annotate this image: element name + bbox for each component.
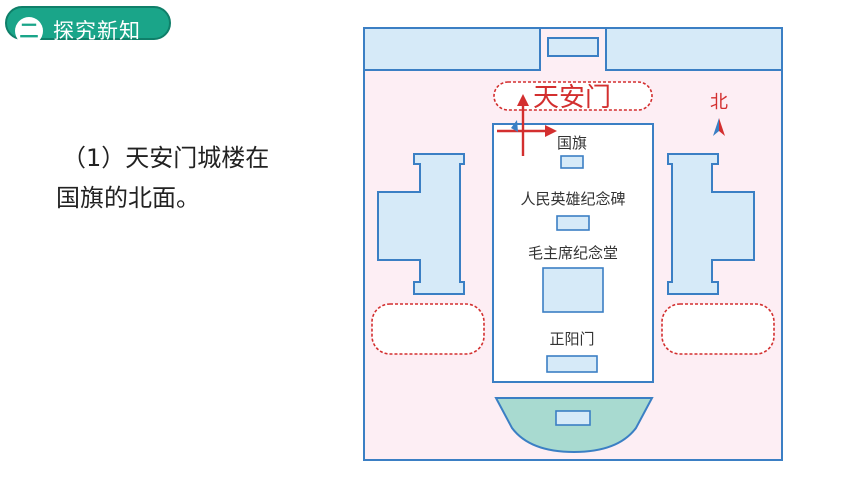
section-header: 二 探究新知 — [5, 6, 171, 45]
monument-label: 人民英雄纪念碑 — [520, 190, 625, 208]
statement-line-2: 国旗的北面。 — [56, 184, 200, 212]
east-axis-arrowhead — [545, 125, 557, 137]
north-axis-arrowhead — [517, 94, 529, 106]
mausoleum-label: 毛主席纪念堂 — [528, 244, 618, 262]
bottom-fan-block — [555, 410, 591, 426]
left-dashed-area — [371, 303, 485, 355]
north-arrow-icon-left — [713, 118, 719, 136]
section-title: 探究新知 — [53, 19, 141, 43]
flag-marker-icon — [511, 120, 518, 132]
statement-text: （1）天安门城楼在 国旗的北面。 — [56, 138, 322, 218]
left-building — [377, 153, 465, 295]
statement-line-1: （1）天安门城楼在 — [62, 144, 270, 172]
top-right-building — [605, 27, 783, 71]
right-building — [667, 153, 755, 295]
north-label: 北 — [710, 92, 728, 113]
zhengyangmen-block — [546, 355, 598, 373]
right-dashed-area — [661, 303, 775, 355]
zhengyangmen-label: 正阳门 — [549, 330, 594, 348]
tiananmen-outline — [493, 81, 653, 111]
monument-block — [556, 215, 590, 231]
section-number: 二 — [15, 17, 43, 45]
mausoleum-block — [542, 267, 604, 313]
top-gate — [547, 37, 599, 57]
north-arrow-icon-right — [719, 118, 725, 136]
flag-label: 国旗 — [557, 134, 587, 152]
top-left-building — [363, 27, 541, 71]
tiananmen-label: 天安门 — [533, 83, 611, 113]
flag-base — [560, 155, 584, 169]
